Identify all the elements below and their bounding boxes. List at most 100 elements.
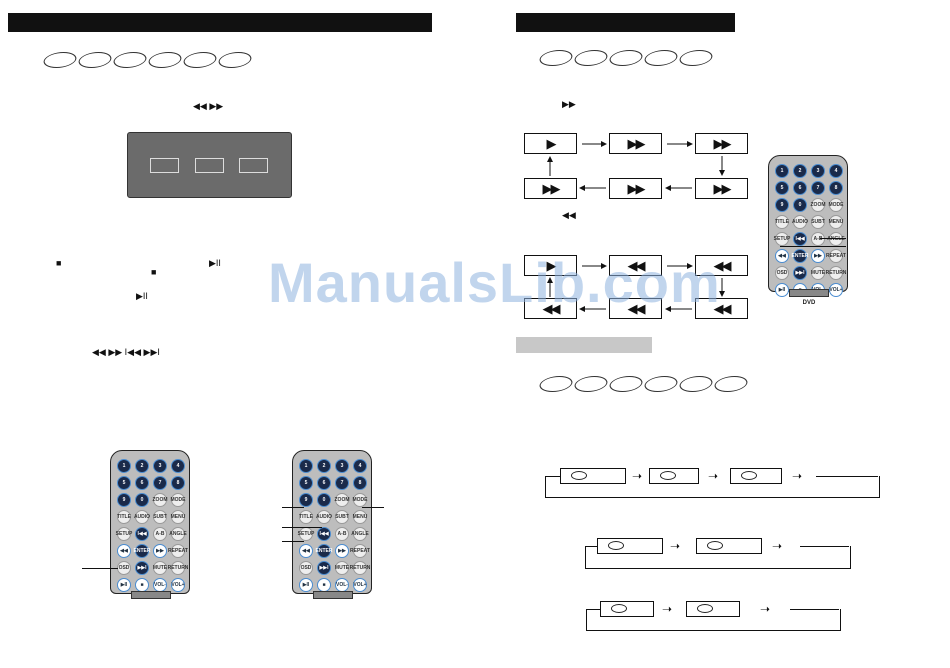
remote-key: 6 (317, 476, 331, 490)
remote-key: 8 (829, 181, 843, 195)
oval (75, 52, 115, 68)
remote-key: RETURN (350, 561, 370, 575)
remote-key: 6 (793, 181, 807, 195)
oval (110, 52, 150, 68)
remote-key: REPEAT (168, 544, 188, 558)
oval (536, 50, 576, 66)
remote-key: AUDIO (316, 510, 332, 524)
remote-key: ▶II (299, 578, 313, 592)
skip-icons: ◀◀ ▶▶ I◀◀ ▶▶I (92, 347, 160, 357)
remote-key: I◀◀ (793, 232, 807, 246)
right-header-bar (516, 13, 735, 32)
remote-key: ZOOM (335, 493, 350, 507)
remote-key: A-B (153, 527, 167, 541)
ff-box-3: ▶▶ (695, 133, 748, 154)
rew-box-4: ◀◀ (695, 298, 748, 319)
callout-line (82, 568, 118, 569)
remote-key: 9 (299, 493, 313, 507)
remote-key: SETUP (116, 527, 132, 541)
remote-key: 6 (135, 476, 149, 490)
remote-key: MENU (353, 510, 367, 524)
arrow-right-icon: ➝ (760, 602, 771, 616)
remote-key: 2 (793, 164, 807, 178)
oval (641, 376, 681, 392)
stop-icon: ■ (151, 267, 157, 277)
rew-box-2: ◀◀ (609, 255, 662, 276)
rew-cycle-arrows (547, 263, 725, 312)
remote-logo: DVD (802, 300, 816, 306)
display-panel (127, 132, 292, 198)
remote-key: MUTE (153, 561, 167, 575)
repeat-icon (741, 471, 757, 480)
ff-icon: ▶▶ (562, 99, 576, 109)
left-header-bar (8, 13, 432, 32)
remote-key: 0 (793, 198, 807, 212)
remote-key: 9 (775, 198, 789, 212)
remote-key: MUTE (811, 266, 825, 280)
repeat-box (560, 468, 626, 484)
remote-key: AUDIO (134, 510, 150, 524)
oval (571, 50, 611, 66)
oval (641, 50, 681, 66)
remote-key: ANGLE (827, 232, 845, 246)
callout-line (282, 527, 322, 528)
loop-top-left (586, 609, 600, 610)
remote-key: TITLE (117, 510, 131, 524)
remote-key: ▶▶ (811, 249, 825, 263)
remote-key: 0 (317, 493, 331, 507)
repeat-icon (697, 604, 713, 613)
remote-key: MENU (171, 510, 185, 524)
remote-key: OSD (775, 266, 789, 280)
remote-key: AUDIO (792, 215, 808, 229)
remote-key: 5 (775, 181, 789, 195)
remote-key: I◀◀ (317, 527, 331, 541)
remote-key: A-B (335, 527, 349, 541)
repeat-box (696, 538, 762, 554)
remote-key: RETURN (826, 266, 846, 280)
callout-line (282, 507, 304, 508)
remote-key: 7 (335, 476, 349, 490)
remote-key: 1 (299, 459, 313, 473)
remote-key: 1 (117, 459, 131, 473)
remote-stand (789, 289, 829, 297)
remote-key: ■ (317, 578, 331, 592)
repeat-icon (707, 541, 723, 550)
rew-ff-icon: ◀◀ ▶▶ (193, 101, 224, 111)
remote-key: ▶▶I (135, 561, 149, 575)
remote-key: 3 (335, 459, 349, 473)
callout-line (362, 507, 384, 508)
remote-key: ZOOM (153, 493, 168, 507)
remote-key: SUBT (335, 510, 349, 524)
play-pause-icon: ▶II (209, 258, 221, 268)
callout-line (780, 246, 846, 247)
remote-key: 4 (353, 459, 367, 473)
loop-top-right (816, 476, 878, 477)
arrow-right-icon: ➝ (708, 469, 719, 483)
remote-key: ■ (135, 578, 149, 592)
remote-key: 2 (135, 459, 149, 473)
oval (676, 50, 716, 66)
stop-icon: ■ (56, 258, 62, 268)
arrow-right-icon: ➝ (670, 539, 681, 553)
rew-icon: ◀◀ (562, 210, 576, 220)
remote-key: VOL+ (829, 283, 843, 297)
remote-key: ENTER (134, 544, 150, 558)
rew-box-5: ◀◀ (609, 298, 662, 319)
oval (40, 52, 80, 68)
remote-key: VOL- (335, 578, 349, 592)
remote-key: 1 (775, 164, 789, 178)
remote-key: SUBT (811, 215, 825, 229)
remote-key: I◀◀ (135, 527, 149, 541)
remote-key: VOL+ (171, 578, 185, 592)
rew-box-1: ▶ (524, 255, 577, 276)
left-title-ovals (40, 52, 255, 68)
rew-box-3: ◀◀ (695, 255, 748, 276)
ff-box-6: ▶▶ (524, 178, 577, 199)
arrow-right-icon: ➝ (632, 469, 643, 483)
arrow-right-icon: ➝ (792, 469, 803, 483)
repeat-box (730, 468, 782, 484)
ff-box-4: ▶▶ (695, 178, 748, 199)
remote-key: 5 (117, 476, 131, 490)
right-title-ovals (536, 50, 716, 66)
